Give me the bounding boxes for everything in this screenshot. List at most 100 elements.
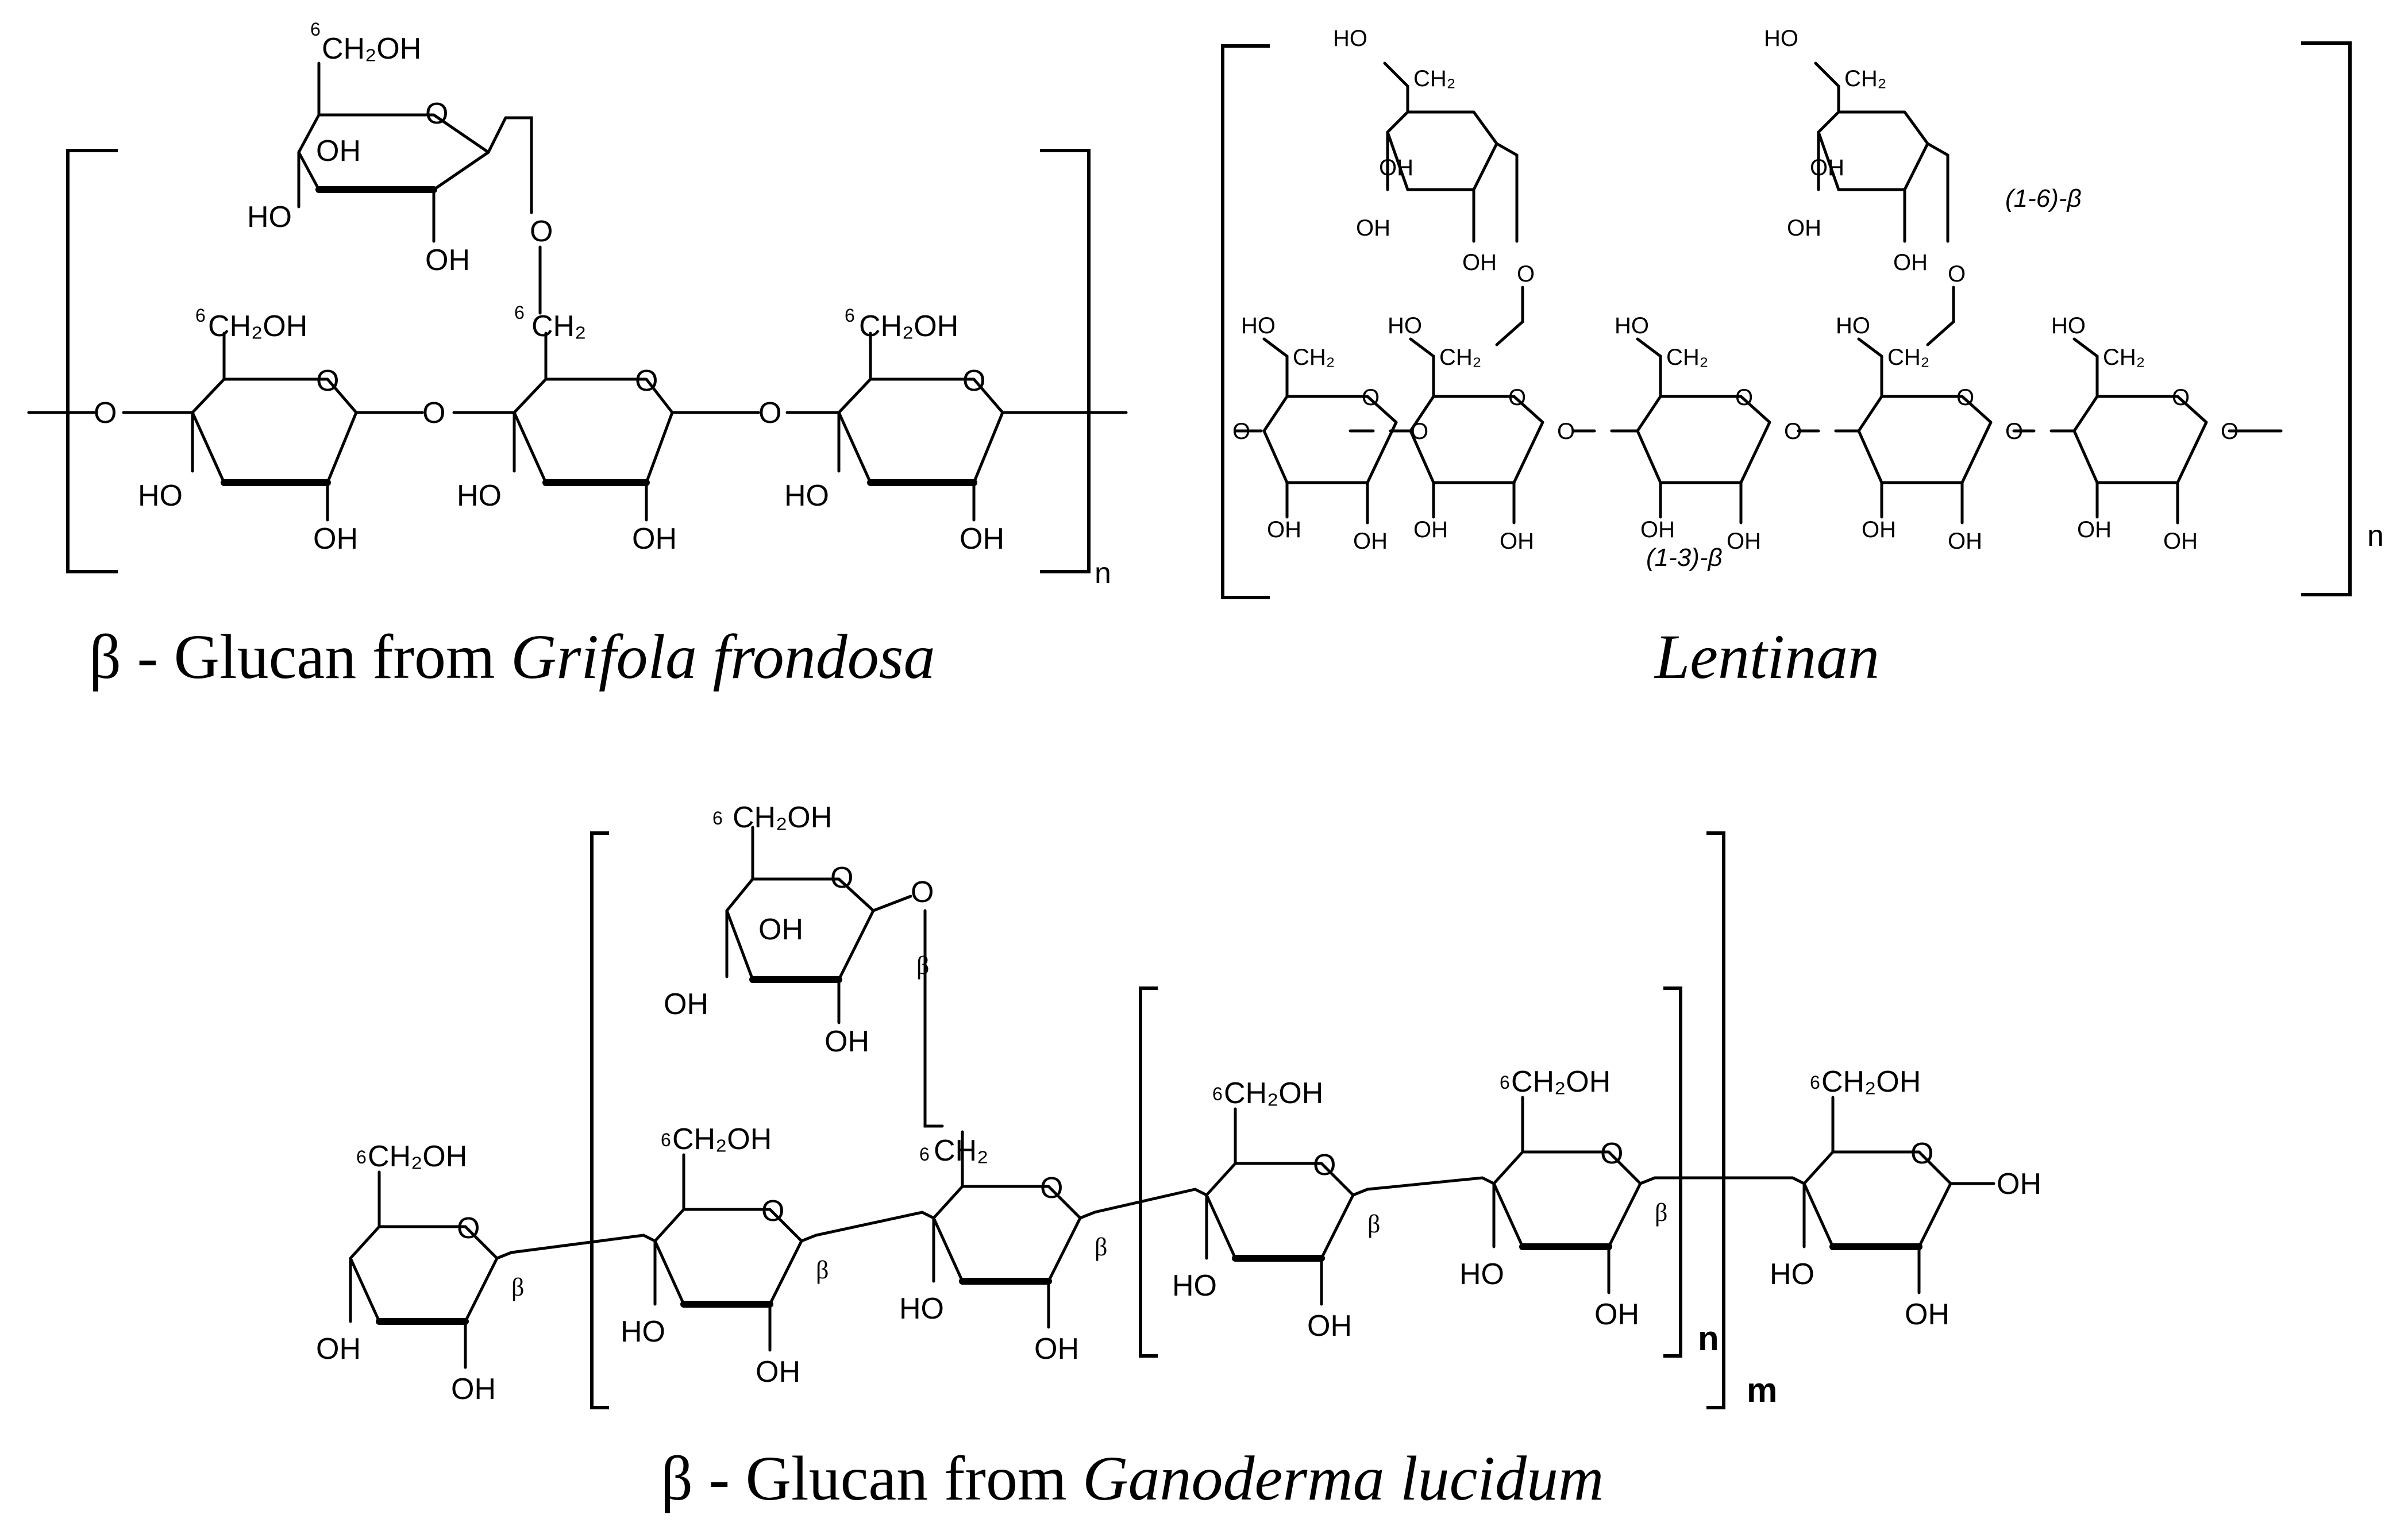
ch2oh-label: CH₂OH [208, 310, 307, 343]
ho-label: HO [457, 479, 502, 512]
caption-species: Ganoderma lucidum [1082, 1443, 1604, 1513]
oh-label: HO [1172, 1269, 1217, 1302]
glycosidic-oxygen: O [758, 396, 781, 430]
branch-glucose-ring: 6 CH₂OH O OH OH OH β O [664, 801, 934, 1058]
branch-oxygen: O [1948, 261, 1966, 287]
ring-oxygen: O [1362, 385, 1380, 410]
caption-lentinan-text: Lentinan [1655, 622, 1880, 692]
oh-label: OH [1356, 215, 1390, 241]
ch2oh-label: CH₂OH [1224, 1077, 1323, 1110]
oh-label: HO [621, 1315, 665, 1348]
branch-bond [923, 909, 944, 1128]
oh-label: OH [1267, 517, 1301, 542]
oh-label: OH [664, 988, 708, 1021]
ho-label: HO [1615, 313, 1649, 338]
oh-label: OH [1462, 250, 1497, 275]
branch-ring-1: HO CH₂ OH OH OH O [1333, 26, 1535, 287]
ch2-label: CH₂ [1413, 66, 1455, 91]
ch2oh-label: CH₂OH [322, 32, 421, 65]
caption-grifola: β - Glucan from Grifola frondosa [89, 621, 935, 693]
ch2-label: CH₂ [1439, 345, 1481, 370]
ch2-label: CH₂ [1887, 345, 1929, 370]
oh-label: OH [1500, 529, 1534, 554]
ho-label: HO [1764, 26, 1798, 51]
carbon-number: 6 [712, 808, 723, 828]
ch2oh-label: CH₂OH [368, 1140, 467, 1173]
oh-label: OH [1948, 529, 1982, 554]
oh-label: OH [1379, 155, 1413, 180]
chain-bond [1351, 1176, 1496, 1197]
ring-oxygen: O [425, 97, 448, 130]
oh-label: OH [1640, 517, 1675, 542]
chain-bond [495, 1234, 657, 1260]
oh-label: HO [899, 1292, 944, 1325]
inner-left-bracket [1139, 986, 1158, 1358]
ring-oxygen: O [962, 364, 985, 398]
oh-label: OH [313, 522, 358, 556]
ch2-label: CH₂ [1293, 345, 1335, 370]
carbon-number: 6 [514, 302, 525, 323]
glycosidic-oxygen: O [1232, 419, 1250, 444]
oh-label: OH [758, 913, 803, 946]
repeat-subscript-n: n [1095, 557, 1111, 590]
chain-bond [800, 1211, 935, 1243]
oh-label: OH [1810, 155, 1844, 180]
oh-label: OH [1034, 1332, 1079, 1366]
oh-label: OH [1787, 215, 1821, 241]
panel-grifola-glucan: n O O O 6 CH₂OH O OH HO OH O 6 CH₂OH O [0, 0, 1178, 707]
ring-oxygen: O [1313, 1149, 1336, 1182]
ch2-label: CH₂ [2103, 345, 2145, 370]
branch-glucose-ring: 6 CH₂OH O OH HO OH [247, 19, 507, 277]
ring-oxygen: O [1040, 1171, 1063, 1205]
ring-oxygen: O [830, 861, 853, 895]
carbon-number: 6 [356, 1147, 367, 1167]
ring-oxygen: O [316, 364, 339, 398]
glycosidic-oxygen: O [1557, 419, 1575, 444]
ch2-label: CH₂ [1844, 66, 1886, 91]
glycosidic-oxygen: O [94, 396, 117, 430]
oh-label: OH [425, 244, 470, 277]
branch-ring-2: HO CH₂ OH OH OH O [1764, 26, 1966, 287]
ho-label: HO [2051, 313, 2086, 338]
oh-label: OH [1997, 1167, 2041, 1201]
panel-lentinan: n (1-6)-β (1-3)-β HO CH₂ OH OH OH O HO C… [1178, 0, 2408, 707]
caption-species: Grifola frondosa [511, 622, 935, 692]
outer-left-bracket [590, 831, 609, 1409]
oh-label: OH [1413, 517, 1448, 542]
ho-label: HO [784, 479, 829, 512]
branch-bond [1495, 286, 1955, 346]
chain-bond [1639, 1176, 1806, 1185]
ch2-label: CH₂ [531, 310, 586, 343]
beta-label: β [916, 951, 929, 980]
linkage-label-1-6: (1-6)-β [2005, 184, 2082, 213]
ring-oxygen: O [761, 1194, 784, 1228]
caption-prefix: β - Glucan from [89, 622, 511, 692]
glycosidic-oxygen: O [2005, 419, 2023, 444]
beta-label: β [1655, 1198, 1667, 1227]
oh-label: HO [1459, 1258, 1504, 1291]
ch2oh-label: CH₂OH [733, 801, 832, 834]
ring-oxygen: O [2172, 385, 2190, 410]
glycosidic-oxygen: O [1784, 419, 1802, 444]
outer-right-bracket [1706, 831, 1725, 1409]
ho-label: HO [1388, 313, 1422, 338]
ch2-label: CH₂ [1666, 345, 1708, 370]
chain-bond [1078, 1188, 1208, 1220]
ch2oh-label: CH₂OH [1821, 1065, 1921, 1099]
branch-oxygen: O [1517, 261, 1535, 287]
inner-right-bracket [1663, 986, 1682, 1358]
oh-label: OH [451, 1373, 496, 1406]
carbon-number: 6 [845, 305, 855, 326]
beta-label: β [1367, 1210, 1380, 1238]
repeat-subscript-n: n [1698, 1319, 1719, 1358]
caption-ganoderma: β - Glucan from Ganoderma lucidum [661, 1442, 1604, 1515]
lentinan-structure: n (1-6)-β (1-3)-β HO CH₂ OH OH OH O HO C… [1221, 26, 2384, 599]
